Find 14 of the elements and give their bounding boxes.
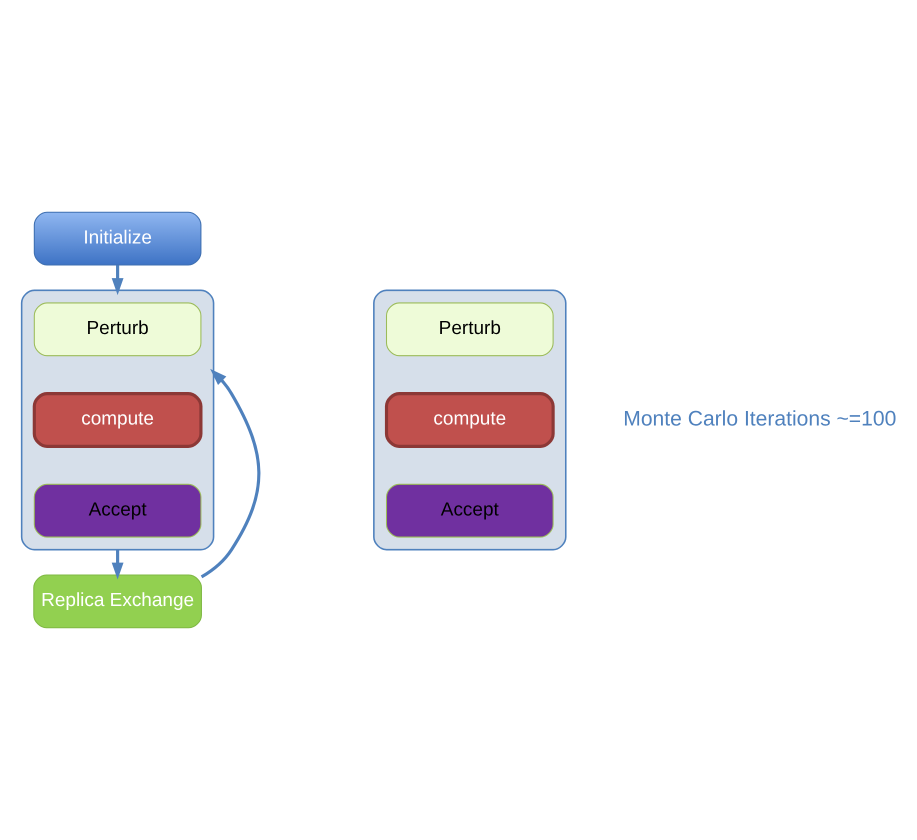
node-box: Initialize [33,212,201,266]
arrow [200,368,260,578]
node-box: Replica Exchange [32,574,202,628]
node-box: Perturb [33,302,201,356]
node-box: Accept [33,484,201,538]
cluster [20,290,214,550]
arrow [111,265,124,296]
node-box: Accept [385,484,554,538]
node-box: compute [32,392,202,448]
label: Monte Carlo Iterations ~=100 [622,407,896,430]
node-box: compute [384,392,554,448]
arrow [111,550,124,580]
node-box: Perturb [385,302,554,356]
cluster [372,290,566,550]
